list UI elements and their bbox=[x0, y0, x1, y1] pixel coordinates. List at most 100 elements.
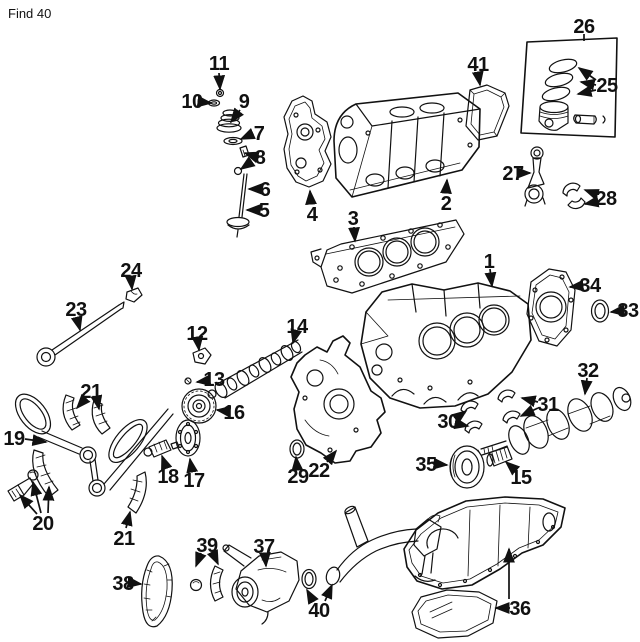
callout-29[interactable]: 29 bbox=[287, 455, 309, 488]
line-art-shape bbox=[222, 544, 230, 552]
callout-number[interactable]: 15 bbox=[510, 467, 532, 489]
callout-number[interactable]: 17 bbox=[183, 470, 205, 492]
callout-40[interactable]: 40 bbox=[306, 583, 333, 622]
callout-number[interactable]: 41 bbox=[467, 54, 489, 76]
callout-number[interactable]: 25 bbox=[596, 75, 618, 97]
callout-number[interactable]: 23 bbox=[65, 299, 87, 321]
callout-21[interactable]: 21 bbox=[113, 510, 135, 550]
callout-12[interactable]: 12 bbox=[186, 323, 208, 352]
callout-33[interactable]: 33 bbox=[609, 300, 639, 322]
callout-16[interactable]: 16 bbox=[215, 402, 245, 424]
callout-number[interactable]: 11 bbox=[209, 53, 230, 75]
callout-9[interactable]: 9 bbox=[229, 91, 251, 124]
callout-38[interactable]: 38 bbox=[112, 573, 143, 595]
callout-number[interactable]: 36 bbox=[509, 598, 531, 620]
callout-number[interactable]: 7 bbox=[254, 123, 266, 145]
callout-number[interactable]: 32 bbox=[577, 360, 599, 382]
callout-number[interactable]: 6 bbox=[260, 179, 272, 201]
callout-number[interactable]: 5 bbox=[259, 200, 271, 222]
callout-6[interactable]: 6 bbox=[247, 179, 272, 201]
callout-number[interactable]: 12 bbox=[186, 323, 208, 345]
callout-number[interactable]: 19 bbox=[3, 428, 25, 450]
callout-number[interactable]: 38 bbox=[112, 573, 134, 595]
callout-18[interactable]: 18 bbox=[157, 454, 179, 488]
callout-31[interactable]: 31 bbox=[519, 394, 559, 417]
line-art-shape bbox=[296, 123, 314, 141]
line-art-shape bbox=[542, 512, 556, 532]
callout-30[interactable]: 30 bbox=[437, 409, 470, 433]
callout-41[interactable]: 41 bbox=[467, 54, 489, 87]
callout-number[interactable]: 31 bbox=[537, 394, 559, 416]
callout-leader-arrow bbox=[126, 576, 143, 589]
callout-number[interactable]: 33 bbox=[617, 300, 639, 322]
callout-number[interactable]: 14 bbox=[286, 316, 309, 338]
callout-3[interactable]: 3 bbox=[348, 208, 360, 243]
callout-11[interactable]: 11 bbox=[209, 53, 230, 91]
callout-number[interactable]: 37 bbox=[253, 536, 275, 558]
callout-5[interactable]: 5 bbox=[245, 200, 271, 222]
callout-leader-arrow bbox=[24, 434, 48, 446]
line-art-shape bbox=[88, 479, 106, 497]
callout-17[interactable]: 17 bbox=[183, 457, 205, 492]
callout-number[interactable]: 39 bbox=[196, 535, 218, 557]
line-art-shape bbox=[329, 394, 349, 414]
callout-number[interactable]: 1 bbox=[484, 251, 496, 273]
callout-27[interactable]: 27 bbox=[502, 163, 532, 185]
callout-23[interactable]: 23 bbox=[65, 299, 87, 332]
callout-number[interactable]: 13 bbox=[203, 369, 225, 391]
callout-number[interactable]: 22 bbox=[308, 460, 330, 482]
callout-number[interactable]: 21 bbox=[113, 528, 135, 550]
callout-number[interactable]: 21 bbox=[80, 381, 102, 403]
line-art-shape bbox=[546, 408, 570, 440]
part-30-main-bearings-drawing bbox=[460, 400, 483, 434]
callout-number[interactable]: 30 bbox=[437, 411, 459, 433]
callout-number[interactable]: 2 bbox=[441, 193, 453, 215]
line-art-shape bbox=[467, 379, 473, 385]
callout-number[interactable]: 4 bbox=[307, 204, 320, 226]
callout-32[interactable]: 32 bbox=[577, 360, 599, 396]
callout-number[interactable]: 40 bbox=[308, 600, 330, 622]
callout-1[interactable]: 1 bbox=[484, 251, 497, 288]
line-art-shape bbox=[226, 216, 250, 228]
callout-26[interactable]: 26 bbox=[573, 16, 595, 41]
callout-number[interactable]: 26 bbox=[573, 16, 595, 38]
callout-22[interactable]: 22 bbox=[308, 449, 338, 482]
callout-13[interactable]: 13 bbox=[195, 369, 225, 391]
line-art-shape bbox=[207, 389, 217, 399]
callout-37[interactable]: 37 bbox=[253, 536, 275, 568]
callout-number[interactable]: 16 bbox=[223, 402, 245, 424]
callout-number[interactable]: 10 bbox=[181, 91, 203, 113]
callout-20[interactable]: 20 bbox=[18, 480, 54, 535]
callout-2[interactable]: 2 bbox=[440, 178, 453, 215]
callout-number[interactable]: 9 bbox=[239, 91, 251, 113]
callout-number[interactable]: 34 bbox=[579, 275, 602, 297]
line-art-shape bbox=[300, 127, 310, 137]
callout-35[interactable]: 35 bbox=[415, 454, 449, 476]
callout-19[interactable]: 19 bbox=[3, 428, 48, 450]
callout-number[interactable]: 20 bbox=[32, 513, 54, 535]
callout-21[interactable]: 21 bbox=[75, 381, 102, 411]
callout-number[interactable]: 24 bbox=[120, 260, 143, 282]
callout-number[interactable]: 3 bbox=[348, 208, 360, 230]
callout-4[interactable]: 4 bbox=[305, 189, 320, 226]
callout-number[interactable]: 18 bbox=[157, 466, 179, 488]
callout-14[interactable]: 14 bbox=[286, 316, 309, 345]
callout-10[interactable]: 10 bbox=[181, 91, 213, 113]
callout-leader-arrow bbox=[583, 195, 600, 208]
callout-34[interactable]: 34 bbox=[568, 275, 602, 297]
callout-24[interactable]: 24 bbox=[120, 260, 143, 291]
callout-number[interactable]: 29 bbox=[287, 466, 309, 488]
callout-8[interactable]: 8 bbox=[239, 147, 267, 170]
callout-number[interactable]: 35 bbox=[415, 454, 437, 476]
callout-28[interactable]: 28 bbox=[583, 188, 617, 210]
callout-number[interactable]: 27 bbox=[502, 163, 524, 185]
callout-number[interactable]: 8 bbox=[255, 147, 267, 169]
line-art-shape bbox=[185, 449, 191, 455]
callout-36[interactable]: 36 bbox=[494, 547, 531, 620]
callout-25[interactable]: 25 bbox=[576, 67, 618, 97]
callout-39[interactable]: 39 bbox=[195, 535, 219, 568]
callout-15[interactable]: 15 bbox=[504, 460, 532, 489]
callout-number[interactable]: 28 bbox=[595, 188, 617, 210]
callout-7[interactable]: 7 bbox=[239, 123, 266, 145]
